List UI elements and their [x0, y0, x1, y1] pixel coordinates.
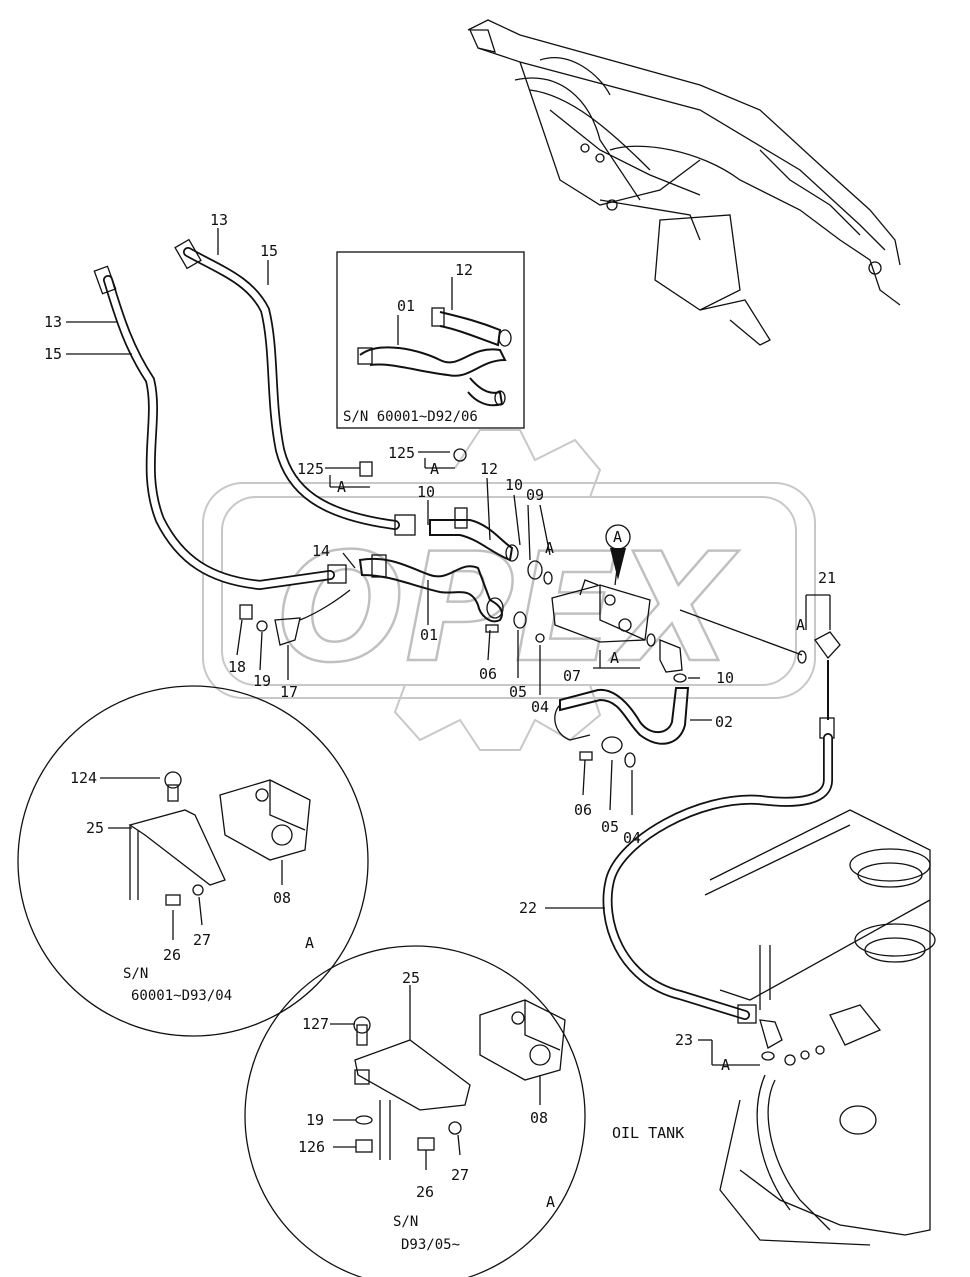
detail2-sn-line1: S/N: [393, 1214, 418, 1230]
label-05-a: 05: [509, 683, 527, 701]
label-04-b: 04: [623, 829, 641, 847]
detail-a-early: [17, 685, 369, 1037]
label-06-b: 06: [574, 801, 592, 819]
label-09: 09: [526, 486, 544, 504]
inset-serial-text: S/N 60001~D92/06: [343, 409, 478, 425]
detail-a-pointer: [605, 524, 631, 580]
leader-lines: [236, 451, 831, 1066]
detail2-label-127: 127: [302, 1015, 329, 1033]
label-15-left: 15: [44, 345, 62, 363]
detail2-label-126: 126: [298, 1138, 325, 1156]
detail2-label-19: 19: [306, 1111, 324, 1129]
label-a-5: A: [796, 616, 805, 634]
label-10-a: 10: [417, 483, 435, 501]
label-oil-tank: OIL TANK: [612, 1124, 684, 1142]
label-12: 12: [480, 460, 498, 478]
pipe-22-and-fitting-21: [602, 631, 841, 1061]
label-125-b: 125: [388, 444, 415, 462]
label-02: 02: [715, 713, 733, 731]
label-05-b: 05: [601, 818, 619, 836]
detail-a-early-labels: 124 25 08 26 27 A S/N 60001~D93/04: [70, 769, 314, 1004]
label-a-6: A: [721, 1056, 730, 1074]
detail1-letter-a: A: [305, 934, 314, 952]
inset-label-01: 01: [397, 297, 415, 315]
label-15-right: 15: [260, 242, 278, 260]
label-21: 21: [818, 569, 836, 587]
inset-label-12: 12: [455, 261, 473, 279]
hose-assemblies: [66, 228, 416, 591]
label-18: 18: [228, 658, 246, 676]
label-10-b: 10: [505, 476, 523, 494]
label-a-4: A: [610, 649, 619, 667]
detail1-label-08: 08: [273, 889, 291, 907]
pipe-02: [554, 687, 690, 768]
label-10-c: 10: [716, 669, 734, 687]
label-17: 17: [280, 683, 298, 701]
label-125-a: 125: [297, 460, 324, 478]
pipes: [358, 448, 519, 623]
label-23: 23: [675, 1031, 693, 1049]
label-13-left: 13: [44, 313, 62, 331]
detail1-sn-line1: S/N: [123, 966, 148, 982]
label-a-1: A: [337, 478, 346, 496]
detail2-label-27: 27: [451, 1166, 469, 1184]
inset-early-serial: 12 01 S/N 60001~D92/06: [336, 251, 525, 429]
watermark: OPEX: [202, 429, 816, 751]
valve-block: [239, 560, 687, 683]
detail1-label-27: 27: [193, 931, 211, 949]
label-a-3: A: [545, 539, 554, 557]
label-04-a: 04: [531, 698, 549, 716]
detail-a-late-labels: 25 127 08 19 126 26 27 A S/N D93/05~: [298, 969, 555, 1253]
detail1-label-25: 25: [86, 819, 104, 837]
detail2-sn-line2: D93/05~: [401, 1237, 460, 1253]
detail2-label-08: 08: [530, 1109, 548, 1127]
detail2-label-25: 25: [402, 969, 420, 987]
part-labels: 13 15 13 15 125 A 125 A 10 12 10 09 A A …: [44, 211, 836, 1142]
excavator-arm-illustration: [467, 19, 901, 346]
label-a-detail: A: [613, 528, 622, 546]
watermark-text: OPEX: [277, 522, 739, 696]
detail1-label-124: 124: [70, 769, 97, 787]
label-22: 22: [519, 899, 537, 917]
detail1-sn-line2: 60001~D93/04: [131, 988, 232, 1004]
label-13-right: 13: [210, 211, 228, 229]
label-a-2: A: [430, 460, 439, 478]
label-07: 07: [563, 667, 581, 685]
detail2-letter-a: A: [546, 1193, 555, 1211]
oil-tank: [704, 809, 936, 1246]
label-19: 19: [253, 672, 271, 690]
label-01: 01: [420, 626, 438, 644]
label-14: 14: [312, 542, 330, 560]
label-06-a: 06: [479, 665, 497, 683]
detail1-label-26: 26: [163, 946, 181, 964]
detail-a-late: [244, 945, 586, 1277]
detail2-label-26: 26: [416, 1183, 434, 1201]
